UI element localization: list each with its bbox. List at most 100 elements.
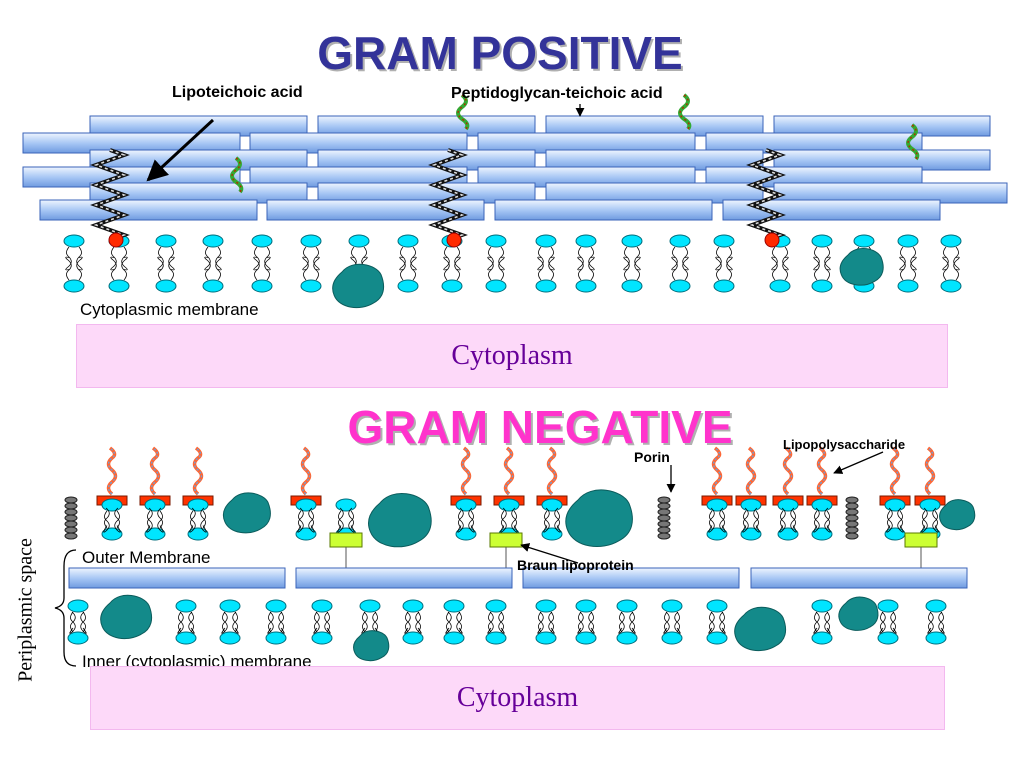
lipid-tail [577, 256, 584, 281]
phospholipid-pair [485, 599, 507, 645]
lipid-tail [445, 611, 452, 634]
lipid-tail [634, 256, 641, 281]
lipid-anchor [446, 232, 462, 248]
porin-coil [64, 508, 78, 516]
lipid-head [661, 599, 683, 613]
lipid-tail [813, 256, 820, 281]
inner-membrane-protein [734, 606, 787, 652]
lipid-head [740, 498, 762, 512]
lipid-tail [498, 611, 505, 634]
lps-chain [924, 446, 936, 496]
lipid-tail [588, 611, 595, 634]
lipid-tail [671, 246, 678, 271]
teichoic-acid-pattern [907, 124, 919, 160]
lipid-tail [715, 256, 722, 281]
porin-coil [845, 508, 859, 516]
lipid-head [884, 527, 906, 541]
lipid-tail [634, 246, 641, 271]
lipid-tail [76, 246, 83, 271]
lipid-tail [121, 256, 128, 281]
lps-chain [149, 446, 161, 496]
outer-membrane-label: Outer Membrane [82, 548, 211, 567]
lipid-tail [498, 611, 504, 633]
lps-chain-pattern [461, 447, 471, 495]
lipid-tail [899, 246, 906, 271]
lipid-tail [938, 611, 944, 633]
periplasmic-brace [54, 549, 77, 667]
lipid-tail [578, 611, 584, 633]
lipid-tail [65, 256, 72, 281]
lipid-tail [298, 507, 304, 529]
outer-membrane-protein [222, 492, 271, 534]
lipid-tail [743, 507, 749, 529]
lipid-head [713, 279, 735, 293]
lipid-head [175, 599, 197, 613]
lipid-anchor [764, 232, 780, 248]
lipid-head [101, 498, 123, 512]
lipid-head [535, 234, 557, 248]
lipid-tail [278, 611, 285, 634]
phospholipid-pair [402, 599, 424, 645]
lipid-tail [70, 611, 76, 633]
lipid-tail [443, 256, 450, 281]
lipid-tail [121, 246, 128, 271]
lipid-tail [348, 510, 355, 533]
lipid-head [348, 234, 370, 248]
lipid-tail [779, 510, 786, 533]
lipid-tail [313, 246, 320, 271]
lipid-tail [890, 611, 897, 634]
lipid-tail [446, 611, 452, 633]
porin-coil [64, 532, 78, 540]
lipid-tail [663, 611, 670, 634]
lipid-tail [880, 611, 886, 633]
membrane-protein [332, 263, 385, 309]
lipid-tail [253, 246, 260, 271]
lipid-tail [897, 507, 903, 529]
porin-coil [657, 520, 671, 528]
lipid-tail [405, 611, 411, 633]
lipid-head [443, 599, 465, 613]
lipid-head [175, 631, 197, 645]
porin-coil [64, 520, 78, 528]
lipid-tail [157, 510, 164, 533]
lipid-tail [953, 246, 960, 271]
phospholipid-pair [811, 599, 833, 645]
lipid-tail [537, 611, 544, 634]
teichoic-acid-pattern [679, 94, 691, 130]
lipid-head [101, 527, 123, 541]
lipid-head [811, 631, 833, 645]
lipid-tail [487, 611, 494, 634]
lipid-tail [938, 611, 945, 634]
lipid-tail [488, 611, 494, 633]
lps-chain [889, 446, 901, 496]
lipid-tail [404, 611, 411, 634]
lipid-tail [399, 246, 406, 271]
lipid-tail [910, 246, 917, 271]
lipid-head [202, 234, 224, 248]
phospholipid-pair [335, 498, 357, 541]
lipoteichoic-acid-pattern [93, 149, 127, 241]
lipoteichoic-acid-label: Lipoteichoic acid [172, 84, 303, 101]
porin-coil [845, 502, 859, 510]
lipid-tail [177, 611, 184, 634]
lipid-head [777, 498, 799, 512]
gram-positive-cytoplasm: Cytoplasm [76, 324, 948, 388]
lipid-tail [76, 256, 83, 281]
lipid-head [397, 234, 419, 248]
lipid-tail [80, 611, 86, 633]
lipid-tail [103, 510, 110, 533]
porin-coil [657, 502, 671, 510]
lipid-head [616, 631, 638, 645]
lipid-head [67, 599, 89, 613]
gram-negative-peptidoglycan [68, 567, 968, 589]
lipid-tail [910, 256, 917, 281]
lipid-head [777, 527, 799, 541]
phospholipid-pair [669, 234, 691, 293]
lipid-head [621, 279, 643, 293]
lipid-tail [178, 611, 184, 633]
lipid-anchor [108, 232, 124, 248]
lipid-tail [577, 246, 584, 271]
peptidoglycan-teichoic-label: Peptidoglycan-teichoic acid [451, 85, 663, 102]
lipid-tail [157, 246, 164, 271]
outer-membrane [64, 446, 946, 568]
